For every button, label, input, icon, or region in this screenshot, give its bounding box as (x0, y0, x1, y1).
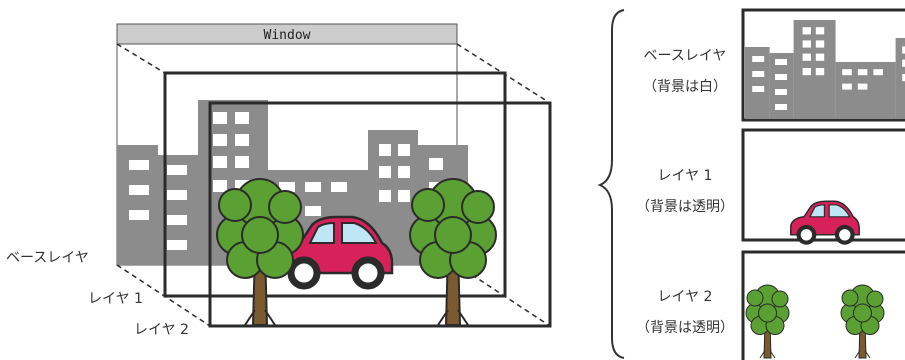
label-base-layer: ベースレイヤ (6, 250, 89, 266)
brace (600, 10, 624, 358)
panel-base-name: ベースレイヤ (644, 48, 727, 64)
label-layer2: レイヤ 2 (134, 322, 189, 338)
composite-view: Window ベースレイヤ レイヤ 1 レイヤ 2 (6, 24, 550, 338)
panel-layer1-name: レイヤ 1 (658, 168, 713, 184)
panel-base-note: （背景は白） (643, 79, 727, 95)
label-layer1: レイヤ 1 (88, 291, 143, 307)
panel-layer2-name: レイヤ 2 (658, 289, 713, 305)
window-title: Window (264, 28, 311, 43)
panel-layer2-note: （背景は透明） (636, 320, 734, 336)
tree-right (410, 179, 496, 325)
panel-layer1-note: （背景は透明） (636, 199, 734, 215)
separated-layers: ベースレイヤ （背景は白） レイヤ 1 （背景は透明） レイヤ 2 （背景は透明… (600, 10, 905, 360)
tree-left (217, 179, 303, 325)
